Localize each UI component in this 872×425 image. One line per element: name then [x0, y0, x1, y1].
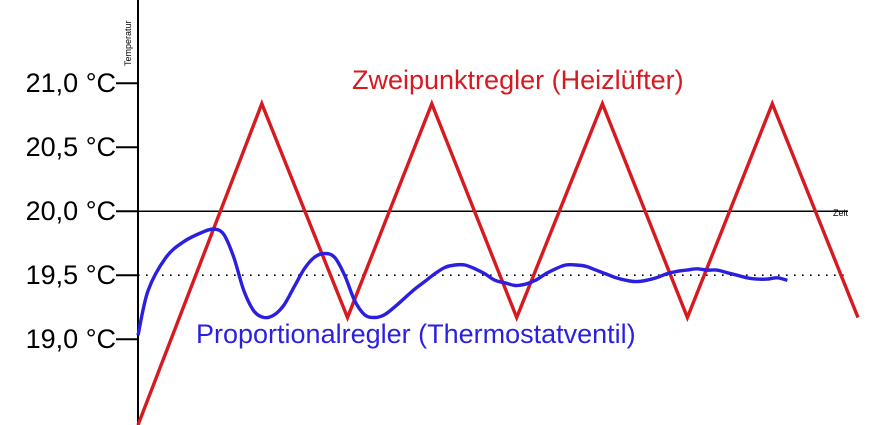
series-layer	[136, 99, 860, 425]
y-axis-label: Temperatur	[123, 20, 133, 66]
y-tick-label-2: 20,0 °C	[26, 196, 116, 226]
y-ticks: 21,0 °C 20,5 °C 20,0 °C 19,5 °C 19,0 °C	[26, 68, 138, 354]
y-tick-label-0: 21,0 °C	[26, 68, 116, 98]
x-axis-label: Zeit	[833, 208, 849, 218]
series-label-proportionalregler: Proportionalregler (Thermostatventil)	[196, 319, 636, 349]
y-tick-label-1: 20,5 °C	[26, 132, 116, 162]
series-label-zweipunktregler: Zweipunktregler (Heizlüfter)	[352, 65, 684, 95]
series-line-0	[136, 99, 860, 425]
series-line-1	[136, 227, 788, 336]
y-tick-label-4: 19,0 °C	[26, 324, 116, 354]
y-tick-label-3: 19,5 °C	[26, 260, 116, 290]
reference-lines	[138, 210, 848, 277]
